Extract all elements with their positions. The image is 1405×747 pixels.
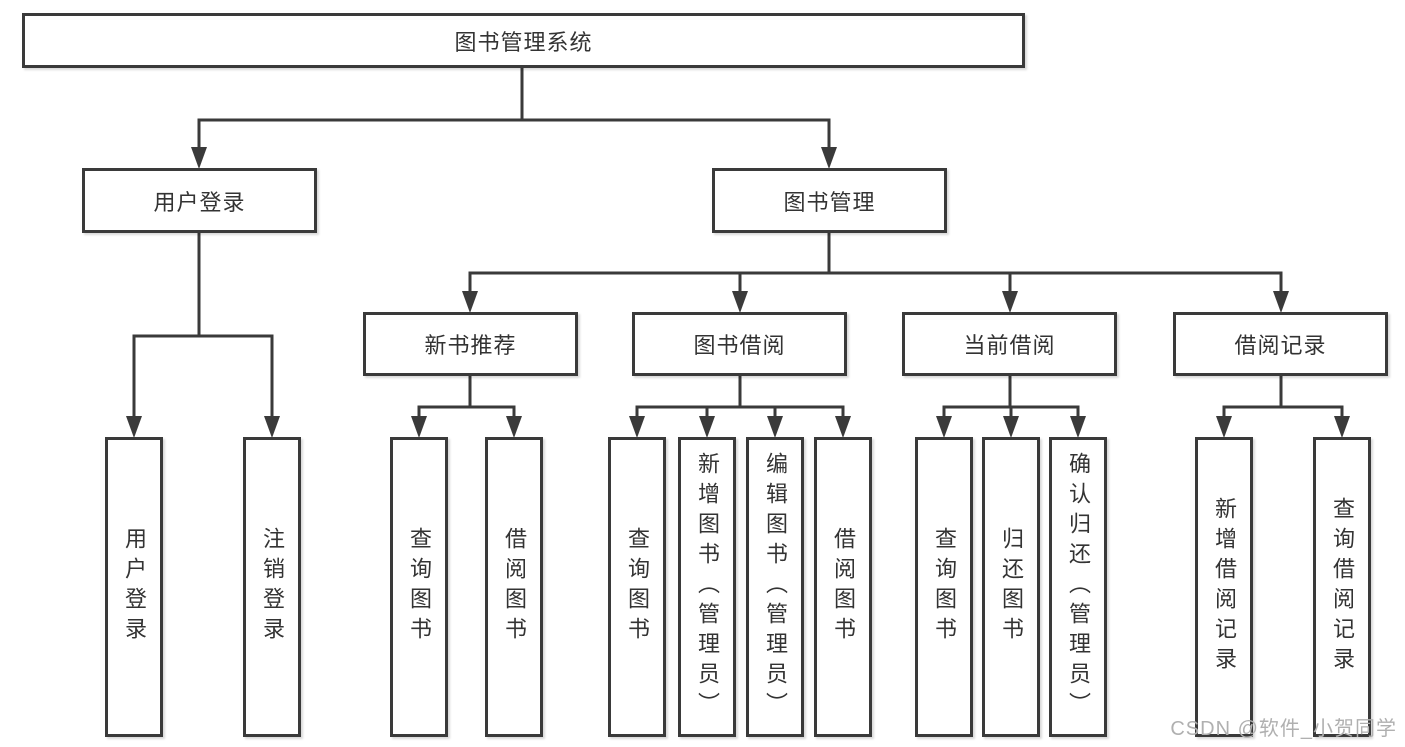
leaf-add-borrow-record: 新增借阅记录 [1195, 437, 1253, 737]
node-label: 注销登录 [260, 527, 285, 647]
leaf-add-book-admin: 新增图书（管理员） [678, 437, 736, 737]
leaf-edit-book-admin: 编辑图书（管理员） [746, 437, 804, 737]
node-label: 新书推荐 [424, 333, 517, 358]
leaf-query-books-current: 查询图书 [915, 437, 973, 737]
node-label: 编辑图书（管理员） [763, 452, 788, 722]
leaf-confirm-return-admin: 确认归还（管理员） [1049, 437, 1107, 737]
node-label: 图书借阅 [693, 333, 786, 358]
node-book-borrow: 图书借阅 [632, 312, 847, 376]
node-label: 借阅图书 [502, 527, 527, 647]
node-label: 确认归还（管理员） [1066, 452, 1091, 722]
leaf-borrow-books-recommend: 借阅图书 [485, 437, 543, 737]
leaf-user-login: 用户登录 [105, 437, 163, 737]
node-label: 查询图书 [932, 527, 957, 647]
leaf-query-books-recommend: 查询图书 [390, 437, 448, 737]
node-label: 查询图书 [407, 527, 432, 647]
node-label: 归还图书 [999, 527, 1024, 647]
node-new-book-recommend: 新书推荐 [363, 312, 578, 376]
node-label: 新增图书（管理员） [695, 452, 720, 722]
node-current-borrow: 当前借阅 [902, 312, 1117, 376]
node-book-management: 图书管理 [712, 168, 947, 233]
leaf-logout: 注销登录 [243, 437, 301, 737]
node-label: 借阅记录 [1234, 333, 1327, 358]
node-label: 新增借阅记录 [1212, 497, 1237, 677]
node-user-login: 用户登录 [82, 168, 317, 233]
node-label: 当前借阅 [963, 333, 1056, 358]
leaf-query-books-borrow: 查询图书 [608, 437, 666, 737]
node-borrow-records: 借阅记录 [1173, 312, 1388, 376]
node-label: 用户登录 [122, 527, 147, 647]
leaf-borrow-books: 借阅图书 [814, 437, 872, 737]
node-label: 查询借阅记录 [1330, 497, 1355, 677]
node-label: 查询图书 [625, 527, 650, 647]
node-label: 用户登录 [153, 189, 246, 215]
node-label: 借阅图书 [831, 527, 856, 647]
node-library-system: 图书管理系统 [22, 13, 1025, 68]
leaf-query-borrow-record: 查询借阅记录 [1313, 437, 1371, 737]
node-label: 图书管理系统 [454, 29, 593, 55]
watermark: CSDN @软件_小贺同学 [1170, 718, 1397, 740]
leaf-return-book: 归还图书 [982, 437, 1040, 737]
node-label: 图书管理 [783, 189, 876, 215]
